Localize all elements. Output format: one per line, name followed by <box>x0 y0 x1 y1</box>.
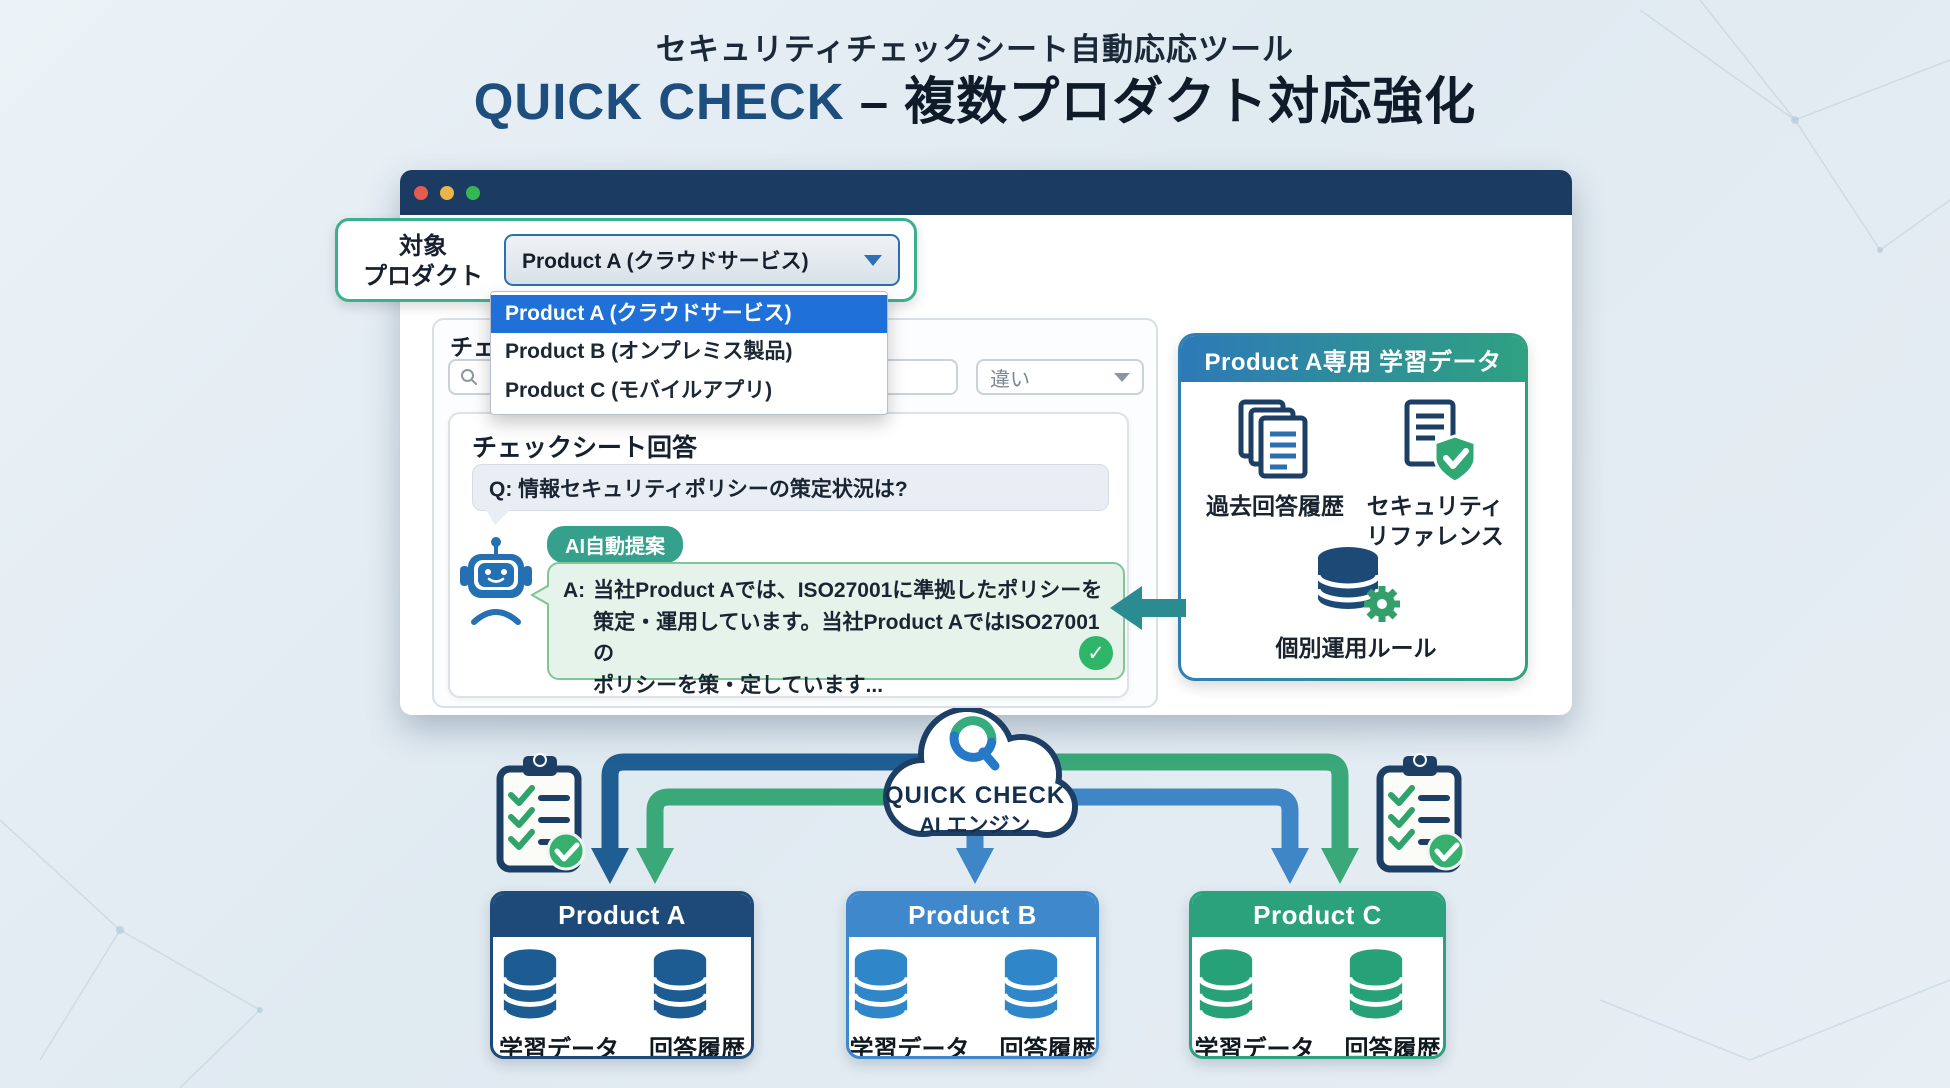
answer-card: チェックシート回答 Q: 情報セキュリティポリシーの策定状況は? AI自動提案 <box>448 412 1129 698</box>
answer-approved-check-icon: ✓ <box>1079 636 1113 670</box>
learning-item-rules: 個別運用ルール <box>1261 544 1451 664</box>
zoom-button[interactable] <box>466 185 480 200</box>
answer-card-heading: チェックシート回答 <box>472 434 698 462</box>
product-a-box: Product A 学習データ <box>490 891 754 1059</box>
filter-select[interactable]: 違い <box>976 359 1144 395</box>
page-title: QUICK CHECK – 複数プロダクト対応強化 <box>0 60 1950 134</box>
cloud-subtitle: AI エンジン <box>920 814 1031 837</box>
dropdown-option-product-c[interactable]: Product C (モバイルアプリ) <box>505 378 773 402</box>
learning-data-panel: Product A専用 学習データ 過去回答履歴 <box>1178 333 1528 681</box>
product-b-answer-history: 回答履歴 <box>1000 947 1096 1056</box>
database-icon <box>651 949 709 1024</box>
answer-prefix: A: <box>563 579 586 602</box>
learning-data-panel-header: Product A専用 学習データ <box>1181 336 1525 382</box>
database-icon <box>1346 949 1405 1024</box>
section-heading-partial: チェ <box>450 334 496 360</box>
chevron-down-icon <box>864 254 882 266</box>
database-gear-icon <box>1315 547 1400 622</box>
question-text: Q: 情報セキュリティポリシーの策定状況は? <box>489 477 908 501</box>
product-a-answer-history: 回答履歴 <box>649 947 745 1056</box>
cloud-title: QUICK CHECK <box>885 782 1065 809</box>
checklist-clipboard-icon <box>1376 753 1466 873</box>
database-icon <box>851 949 910 1024</box>
product-select-value: Product A (クラウドサービス) <box>522 250 809 273</box>
quick-check-ai-cloud: QUICK CHECK AI エンジン <box>883 706 1078 838</box>
checklist-clipboard-icon <box>496 753 586 873</box>
product-c-learning-data: 学習データ <box>1195 947 1315 1056</box>
shield-document-icon <box>1404 399 1477 484</box>
page-title-brand: QUICK CHECK <box>473 73 845 130</box>
quick-check-logo-icon <box>949 716 1000 771</box>
product-c-box: Product C 学習データ <box>1189 891 1446 1059</box>
close-button[interactable] <box>414 185 428 200</box>
question-bubble: Q: 情報セキュリティポリシーの策定状況は? <box>472 464 1109 511</box>
question-bubble-tail <box>486 510 510 525</box>
product-c-answer-history: 回答履歴 <box>1345 947 1441 1056</box>
minimize-button[interactable] <box>440 185 454 200</box>
learning-item-history: 過去回答履歴 <box>1199 398 1351 522</box>
product-b-box: Product B 学習データ <box>846 891 1099 1059</box>
product-select[interactable]: Product A (クラウドサービス) <box>504 234 900 286</box>
chevron-down-icon <box>1114 372 1130 382</box>
database-icon <box>1196 949 1255 1024</box>
filter-select-value: 違い <box>990 368 1030 391</box>
product-a-learning-data: 学習データ <box>499 947 619 1056</box>
dropdown-option-product-a[interactable]: Product A (クラウドサービス) <box>491 295 887 334</box>
ai-suggestion-badge: AI自動提案 <box>547 526 683 563</box>
learning-to-answer-arrow <box>1110 586 1186 630</box>
answer-bubble: A: 当社Product Aでは、ISO27001に準拠したポリシーを 策定・運… <box>530 562 1125 697</box>
product-select-dropdown: Product A (クラウドサービス) Product B (オンプレミス製品… <box>490 291 888 416</box>
product-a-header: Product A <box>493 894 751 937</box>
dropdown-option-product-b[interactable]: Product B (オンプレミス製品) <box>505 340 793 364</box>
product-selector-callout: 対象 プロダクト Product A (クラウドサービス) <box>335 218 917 302</box>
learning-item-reference: セキュリティ リファレンス <box>1357 398 1513 552</box>
search-icon <box>461 369 477 385</box>
database-icon <box>501 949 559 1024</box>
ai-robot-icon <box>460 537 532 625</box>
product-b-header: Product B <box>849 894 1096 937</box>
database-icon <box>1001 949 1060 1024</box>
documents-stack-icon <box>1238 399 1308 479</box>
answer-text: 当社Product Aでは、ISO27001に準拠したポリシーを 策定・運用して… <box>593 579 1103 697</box>
product-b-learning-data: 学習データ <box>850 947 970 1056</box>
page-subtitle: セキュリティチェックシート自動応応ツール <box>655 32 1295 67</box>
window-titlebar <box>400 170 1572 215</box>
product-c-header: Product C <box>1192 894 1443 937</box>
page-title-rest: – 複数プロダクト対応強化 <box>844 73 1477 130</box>
product-selector-label: 対象 プロダクト <box>363 233 483 290</box>
